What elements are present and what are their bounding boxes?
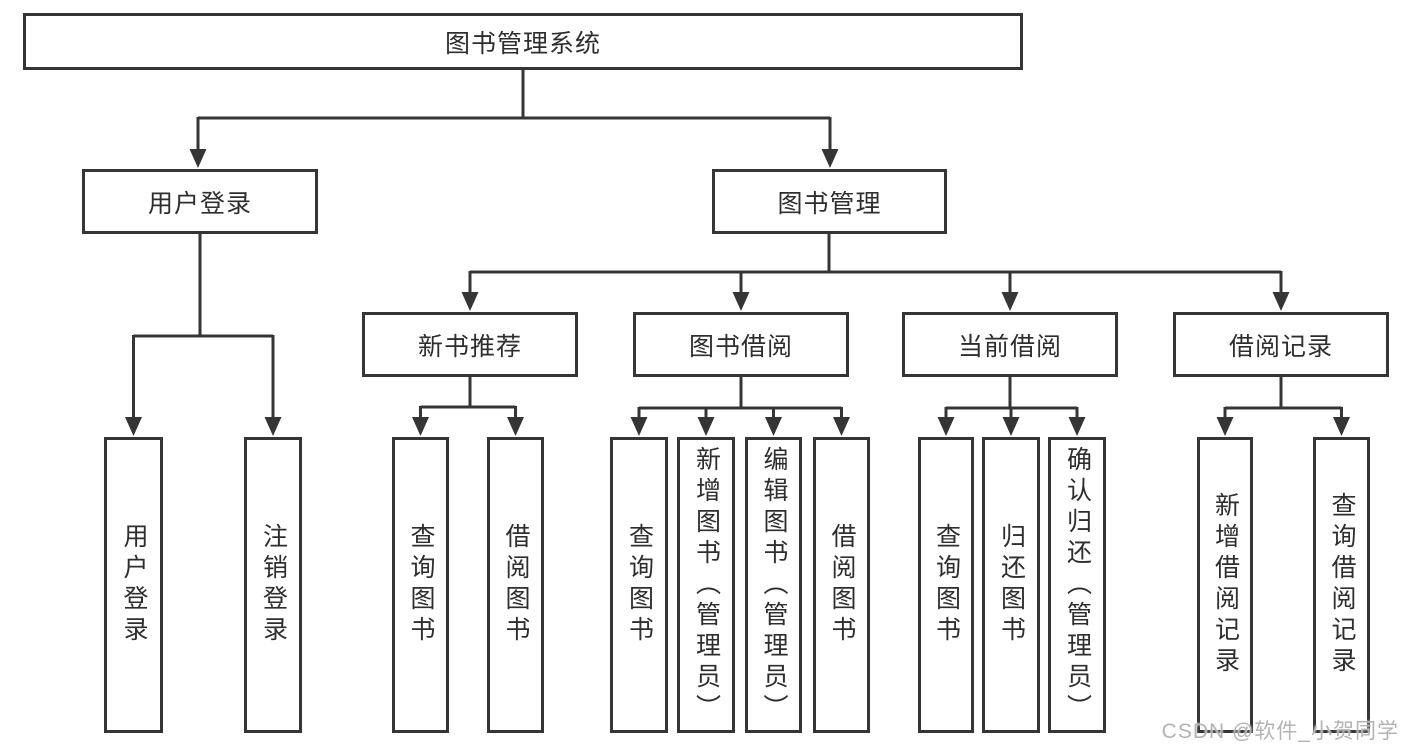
leaf-add-book-admin: 新增图书（管理员） xyxy=(677,437,735,733)
leaf-query-borrow-record: 查询借阅记录 xyxy=(1313,437,1370,733)
node-book-borrow: 图书借阅 xyxy=(633,312,849,377)
node-new-book-recommend: 新书推荐 xyxy=(362,312,578,377)
leaf-query-books-recommend: 查询图书 xyxy=(392,437,449,733)
leaf-borrow-books-recommend: 借阅图书 xyxy=(487,437,544,733)
node-user-login: 用户登录 xyxy=(82,169,318,234)
leaf-edit-book-admin: 编辑图书（管理员） xyxy=(745,437,802,733)
leaf-logout: 注销登录 xyxy=(244,437,302,733)
leaf-query-books-current: 查询图书 xyxy=(918,437,974,733)
node-book-management: 图书管理 xyxy=(712,169,947,234)
node-borrow-records: 借阅记录 xyxy=(1173,312,1389,377)
csdn-watermark: CSDN @软件_小贺同学 xyxy=(1161,720,1399,743)
leaf-query-books-borrow: 查询图书 xyxy=(610,437,668,733)
leaf-user-login: 用户登录 xyxy=(104,437,163,733)
leaf-borrow-books: 借阅图书 xyxy=(813,437,870,733)
leaf-add-borrow-record: 新增借阅记录 xyxy=(1197,437,1253,733)
node-current-borrow: 当前借阅 xyxy=(902,312,1118,377)
leaf-return-book: 归还图书 xyxy=(982,437,1040,733)
node-library-system: 图书管理系统 xyxy=(23,13,1023,70)
leaf-confirm-return-admin: 确认归还（管理员） xyxy=(1048,437,1106,733)
